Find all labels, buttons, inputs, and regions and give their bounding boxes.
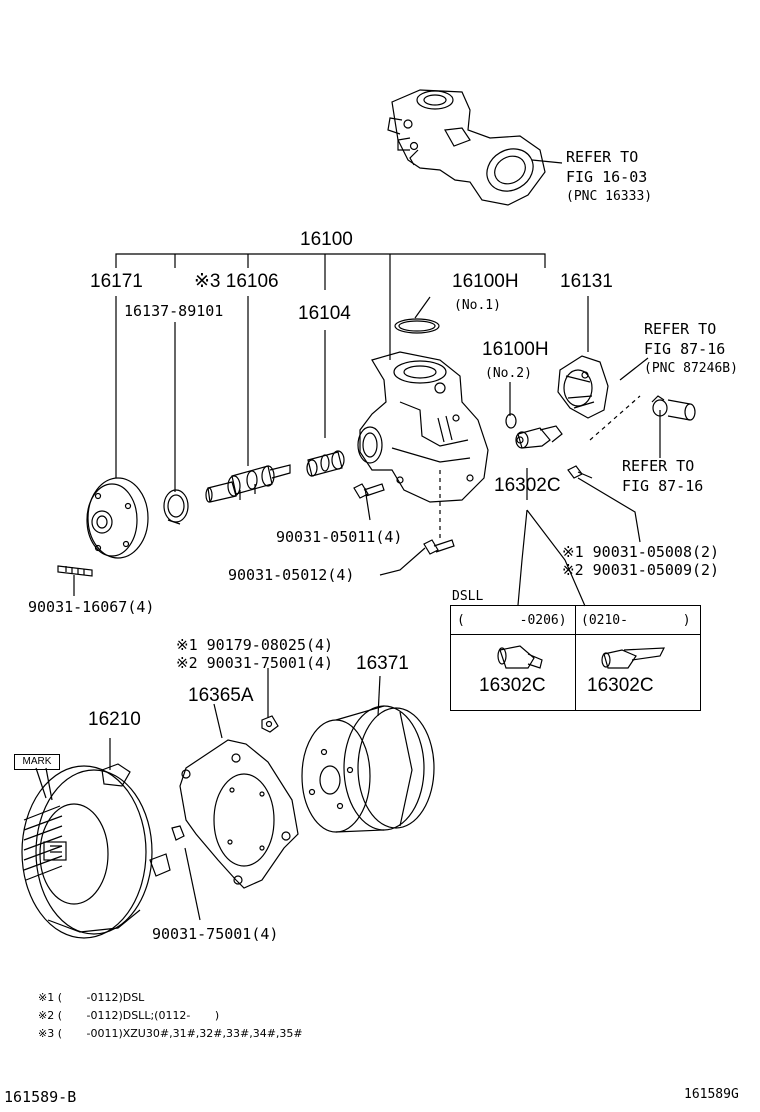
bearing-shaft-drawing xyxy=(205,464,291,503)
part-90031-75001a-label: ※2 90031-75001(4) xyxy=(176,654,334,672)
part-16210-label: 16210 xyxy=(88,709,141,730)
part-16100h-no1-sub: (No.1) xyxy=(454,298,501,313)
part-16104-label: 16104 xyxy=(298,303,351,324)
stud-bolt-drawing xyxy=(57,565,93,577)
part-16100-label: 16100 xyxy=(300,229,353,250)
dsll-part2-label: 16302C xyxy=(587,675,654,696)
refer-right2-line1: REFER TO xyxy=(622,457,695,475)
refer-top-line3: (PNC 16333) xyxy=(566,189,653,204)
dsll-title: DSLL xyxy=(452,589,484,604)
bolt-75001-drawing xyxy=(171,825,185,841)
o-ring-no2-drawing xyxy=(505,413,517,429)
part-90031-05012-label: 90031-05012(4) xyxy=(228,566,355,584)
part-90031-75001b-label: 90031-75001(4) xyxy=(152,925,279,943)
part-90031-05008-label: ※1 90031-05008(2) xyxy=(562,543,720,561)
bolt-05011-drawing xyxy=(353,483,385,499)
refer-right2-line2: FIG 87-16 xyxy=(622,477,704,495)
part-16100h-no2-label: 16100H xyxy=(482,339,549,360)
refer-right-line3: (PNC 87246B) xyxy=(644,361,738,376)
part-90031-05009-label: ※2 90031-05009(2) xyxy=(562,561,720,579)
dsll-col2-header: (0210- ) xyxy=(581,613,691,628)
part-16365a-label: 16365A xyxy=(188,685,254,706)
snap-ring-drawing xyxy=(163,489,189,525)
part-16302c-label: 16302C xyxy=(494,475,561,496)
leader-lines xyxy=(35,296,661,921)
fan-clutch-drawing xyxy=(21,763,171,939)
hose-clamp-drawing xyxy=(651,395,696,421)
note-2: ※2 ( -0112)DSLL;(0112- ) xyxy=(38,1009,220,1022)
pulley-flange-drawing xyxy=(86,477,149,559)
dsll-col1-header: ( -0206) xyxy=(457,613,567,628)
part-90031-16067-label: 90031-16067(4) xyxy=(28,598,155,616)
dsll-part1-label: 16302C xyxy=(479,675,546,696)
note-1: ※1 ( -0112)DSL xyxy=(38,991,145,1004)
fitting-bolt-drawing xyxy=(567,465,593,479)
thermostat-housing-drawing xyxy=(387,89,563,206)
part-90031-05011-label: 90031-05011(4) xyxy=(276,528,403,546)
dsll-table-divider xyxy=(575,606,576,710)
assembly-bracket xyxy=(115,253,546,360)
part-16100h-no1-label: 16100H xyxy=(452,271,519,292)
dashed-guide-right xyxy=(589,395,641,441)
mark-label: MARK xyxy=(14,754,60,770)
note-3: ※3 ( -0011)XZU30#,31#,32#,33#,34#,35# xyxy=(38,1027,303,1040)
part-16100h-no2-sub: (No.2) xyxy=(485,366,532,381)
impeller-drawing xyxy=(557,355,609,419)
refer-top-line1: REFER TO xyxy=(566,148,639,166)
dsll-fitting-1-drawing xyxy=(497,645,543,669)
nut-90179-drawing xyxy=(261,715,279,733)
dsll-variant-table: ( -0206) (0210- ) 16302C 16302C xyxy=(450,605,701,711)
bolt-05012-drawing xyxy=(423,539,455,555)
pulley-16371-drawing xyxy=(301,705,435,833)
water-fitting-drawing xyxy=(515,425,563,449)
part-16171-label: 16171 xyxy=(90,271,143,292)
refer-top-line2: FIG 16-03 xyxy=(566,168,648,186)
refer-right-line1: REFER TO xyxy=(644,320,717,338)
water-pump-body-drawing xyxy=(357,351,489,503)
part-16371-label: 16371 xyxy=(356,653,409,674)
part-90179-label: ※1 90179-08025(4) xyxy=(176,636,334,654)
part-16106-label: ※3 16106 xyxy=(194,271,279,292)
refer-right-line2: FIG 87-16 xyxy=(644,340,726,358)
part-16137-label: 16137-89101 xyxy=(124,302,224,320)
o-ring-no1-drawing xyxy=(394,318,440,334)
part-16131-label: 16131 xyxy=(560,271,613,292)
gasket-16365a-drawing xyxy=(179,739,299,889)
dsll-fitting-2-drawing xyxy=(601,647,665,669)
footer-left-code: 161589-B xyxy=(4,1088,77,1106)
mechanical-seal-drawing xyxy=(306,450,345,477)
footer-right-code: 161589G xyxy=(684,1087,739,1102)
